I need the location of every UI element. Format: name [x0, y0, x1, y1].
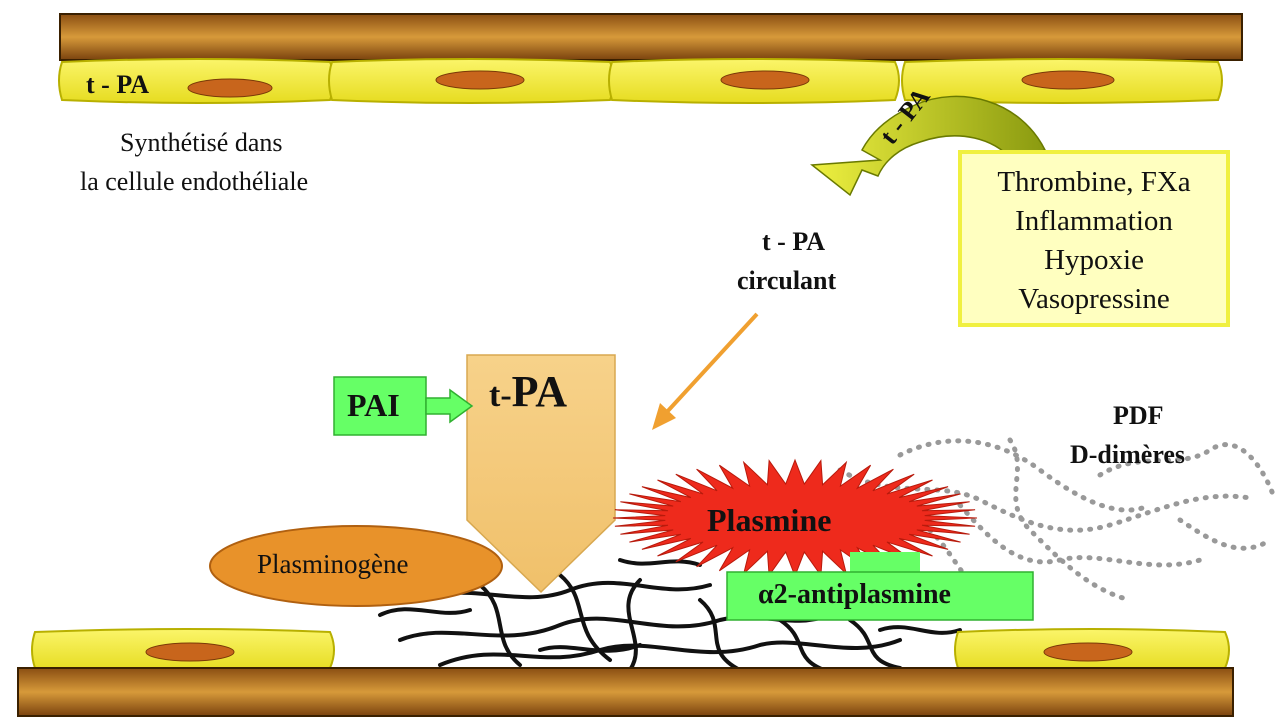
- antiplasmine-label: α2-antiplasmine: [758, 579, 951, 610]
- top-endothelial-layer: [58, 58, 1223, 104]
- bottom-vessel-wall: [17, 667, 1234, 717]
- antiplasmin-box: [726, 571, 1034, 621]
- antiplasmin-arrow: [850, 552, 920, 572]
- tpa-block-arrow: [466, 354, 616, 594]
- plasminogen-shape: [209, 525, 503, 607]
- tpa-block-prefix: t-: [489, 377, 512, 414]
- pai-arrow: [425, 388, 474, 424]
- nucleus: [187, 78, 273, 98]
- pai-label: PAI: [347, 387, 400, 423]
- tpa-block-main: PA: [511, 367, 568, 416]
- synth-line1: Synthétisé dans: [120, 128, 283, 157]
- stimuli-list: Thrombine, FXa Inflammation Hypoxie Vaso…: [962, 163, 1226, 319]
- stimulus-thrombine: Thrombine, FXa: [997, 166, 1191, 198]
- nucleus: [1021, 70, 1115, 90]
- pdf-line1: PDF: [1113, 401, 1164, 430]
- pai-box: [333, 376, 427, 436]
- tpa-block-label: t-PA: [489, 366, 567, 417]
- stimuli-box: [958, 150, 1230, 327]
- top-vessel-wall: [59, 13, 1243, 61]
- release-curved-arrow: [810, 95, 1047, 197]
- nucleus: [720, 70, 810, 90]
- plasminogene-label: Plasminogène: [257, 549, 409, 579]
- tpa-circulant-line1: t - PA: [762, 227, 826, 256]
- nucleus: [1043, 642, 1133, 662]
- stimulus-vasopressine: Vasopressine: [1018, 283, 1170, 315]
- stimulus-hypoxie: Hypoxie: [1044, 244, 1144, 276]
- nucleus: [145, 642, 235, 662]
- stimulus-inflammation: Inflammation: [1015, 205, 1173, 237]
- tpa-top-label: t - PA: [86, 70, 150, 99]
- tpa-circulant-line2: circulant: [737, 266, 837, 295]
- synth-line2: la cellule endothéliale: [80, 167, 309, 196]
- plasmine-label: Plasmine: [707, 502, 832, 538]
- circulating-tpa-arrow: [652, 312, 759, 430]
- nucleus: [435, 70, 525, 90]
- pdf-line2: D-dimères: [1070, 440, 1186, 469]
